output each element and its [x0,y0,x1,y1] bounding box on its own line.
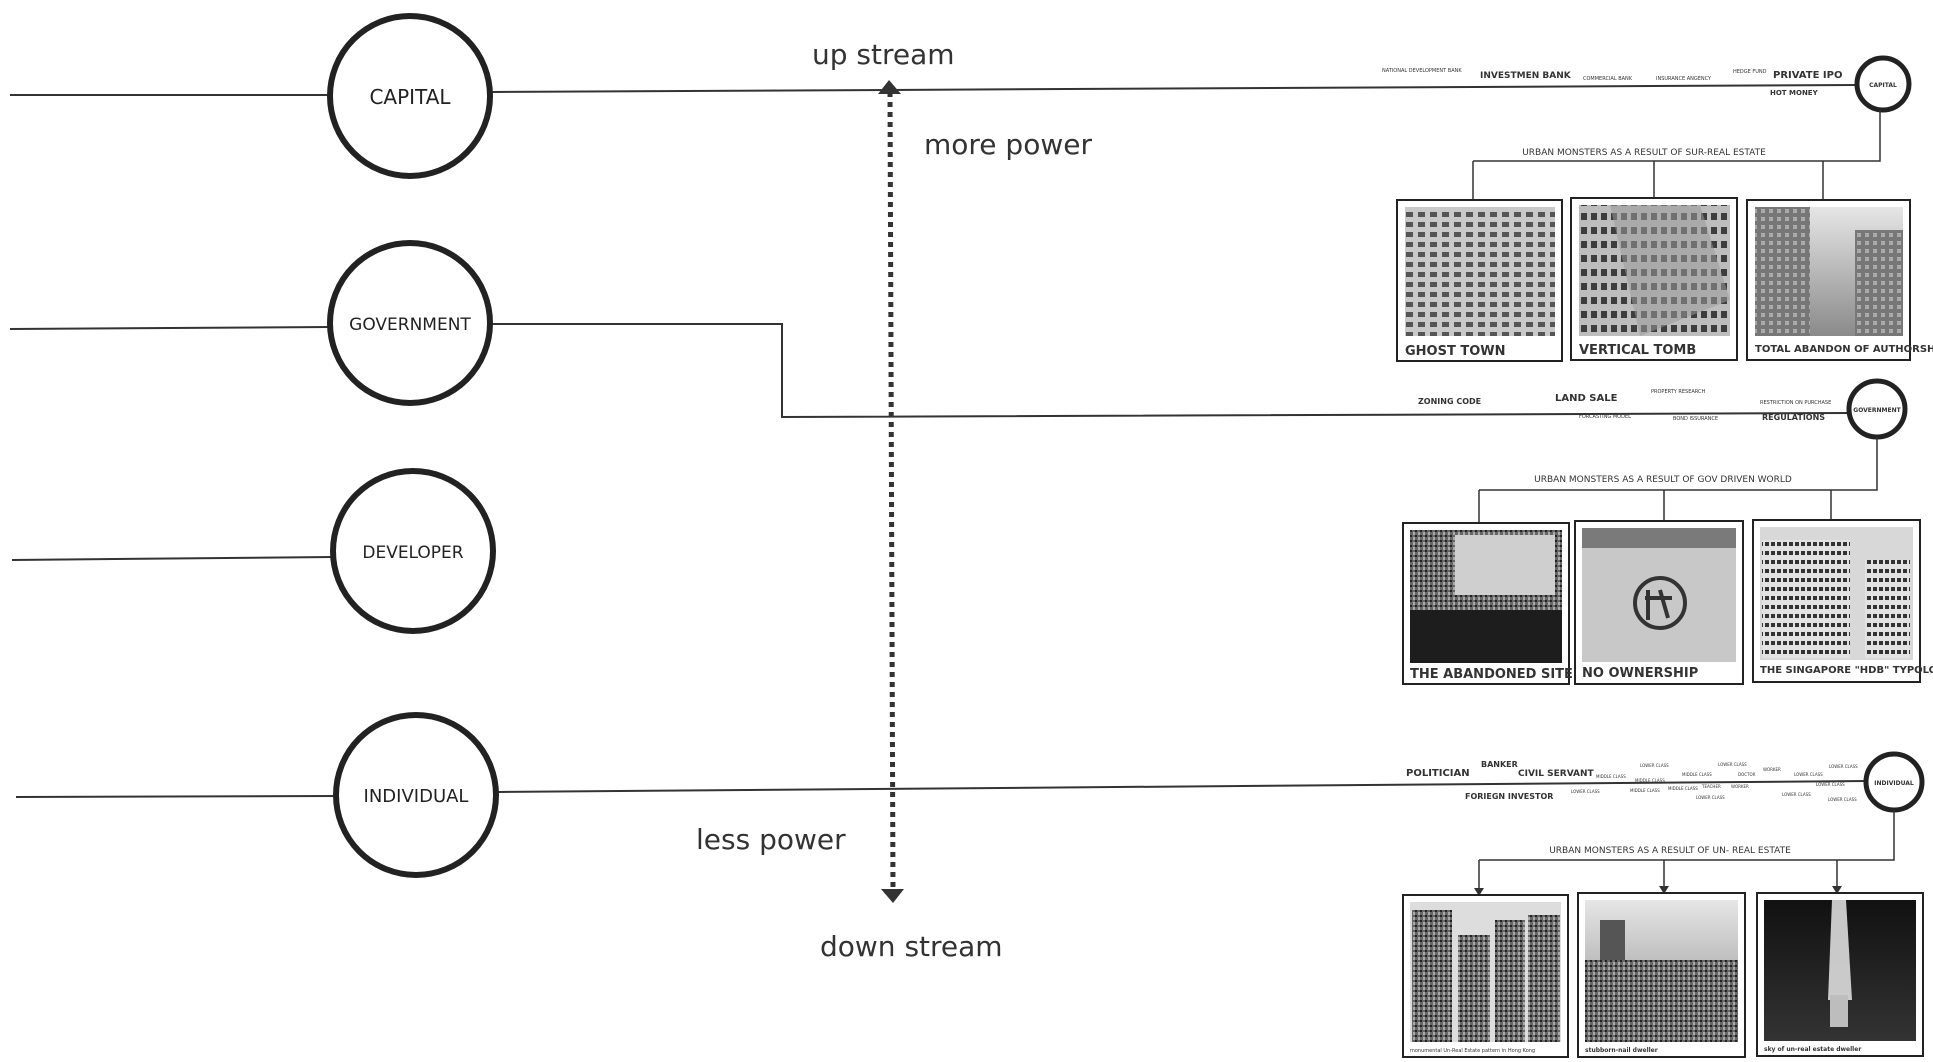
term-lower-class-9: LOWER CLASS [1828,797,1857,802]
photo-caption: stubborn-nail dweller [1585,1047,1658,1054]
photo-no-ownership: NO OWNERSHIP [1575,521,1743,684]
photo-block-left [1762,540,1850,658]
photo-block-right [1865,560,1910,658]
photo-caption: TOTAL ABANDON OF AUTHORSHIP [1755,344,1933,355]
term-hedge-fund: HEDGE FUND [1733,69,1767,75]
more-power-label: more power [924,128,1092,161]
term-property-research: PROPERTY RESEARCH [1651,389,1706,395]
photo-building-right [1855,230,1903,336]
term-hot-money: HOT MONEY [1770,89,1819,97]
up-stream-label: up stream [812,38,955,71]
up-arrow-icon [878,80,901,94]
photo-monumental-pattern: monumental Un-Real Estate pattern in Hon… [1403,895,1568,1057]
photo-total-abandon: TOTAL ABANDON OF AUTHORSHIP [1747,200,1933,360]
capital-detail: NATIONAL DEVELOPMENT BANK INVESTMEN BANK… [1382,58,1933,361]
photo-caption: THE SINGAPORE "HDB" TYPOLOGY [1760,665,1933,676]
term-lower-class-8: LOWER CLASS [1816,782,1845,787]
photo-stubborn-nail: stubborn-nail dweller [1578,893,1745,1057]
term-politician: POLITICIAN [1406,768,1470,779]
term-lower-class-5: LOWER CLASS [1571,789,1600,794]
photo-caption: sky of un-real estate dweller [1764,1046,1861,1053]
photo-ghost-town: GHOST TOWN [1397,200,1562,361]
developer-node-label: DEVELOPER [362,543,463,563]
photo-caption: VERTICAL TOMB [1579,343,1696,358]
government-left-line [10,327,330,329]
term-middle-class-4: MIDDLE CLASS [1630,788,1660,793]
term-zoning-code: ZONING CODE [1418,397,1481,406]
photo-tower-1 [1412,910,1452,1042]
photo-tower-2 [1458,935,1490,1042]
individual-small-node-label: INDIVIDUAL [1874,780,1914,787]
photo-caption: THE ABANDONED SITE [1410,667,1573,682]
photo-image [1405,207,1555,336]
photo-tower-3 [1495,920,1525,1042]
government-caption: URBAN MONSTERS AS A RESULT OF GOV DRIVEN… [1534,475,1792,485]
capital-node-label: CAPITAL [369,85,451,109]
photo-top-band [1582,528,1736,548]
term-worker-2: WORKER [1731,784,1749,789]
capital-flow-line [490,85,1857,92]
photo-vertical-tomb: VERTICAL TOMB [1571,198,1737,360]
individual-node-label: INDIVIDUAL [364,786,469,807]
term-bond-issuance: BOND ISSURANCE [1673,416,1718,422]
government-node-label: GOVERNMENT [349,315,471,335]
photo-sky [1455,535,1555,595]
individual-caption: URBAN MONSTERS AS A RESULT OF UN- REAL E… [1549,846,1791,856]
photo-singapore-hdb: THE SINGAPORE "HDB" TYPOLOGY [1753,520,1933,682]
term-middle-class-3: MIDDLE CLASS [1682,772,1712,777]
term-lower-class: LOWER CLASS [1640,763,1669,768]
down-stream-label: down stream [820,930,1003,963]
term-middle-class-2: MIDDLE CLASS [1635,778,1665,783]
photo-rubble [1410,610,1562,663]
term-investment-bank: INVESTMEN BANK [1480,71,1572,81]
photo-image [1582,528,1736,662]
term-middle-class: MIDDLE CLASS [1596,774,1626,779]
term-banker: BANKER [1481,760,1518,769]
government-small-node-label: GOVERNMENT [1853,407,1901,414]
term-teacher: TEACHER [1701,784,1721,789]
term-doctor: DOCTOR [1738,772,1756,777]
term-insurance-agency: INSURANCE ANGENCY [1656,76,1712,82]
photo-sky-dweller: sky of un-real estate dweller [1757,893,1923,1056]
term-private-ipo: PRIVATE IPO [1773,70,1842,81]
individual-detail: POLITICIAN BANKER CIVIL SERVANT FORIEGN … [1403,754,1923,1057]
term-national-dev-bank: NATIONAL DEVELOPMENT BANK [1382,68,1462,74]
term-lower-class-7: LOWER CLASS [1782,792,1811,797]
term-worker: WORKER [1763,767,1781,772]
term-commercial-bank: COMMERCIAL BANK [1583,76,1633,82]
photo-building [1600,920,1625,960]
term-land-sale: LAND SALE [1555,393,1618,404]
stakeholder-developer: DEVELOPER [12,471,493,631]
photo-caption: GHOST TOWN [1405,344,1506,359]
term-middle-class-5: MIDDLE CLASS [1668,786,1698,791]
photo-structure [1830,995,1848,1027]
term-restriction: RESTRICTION ON PURCHASE [1760,400,1831,406]
term-lower-class-2: LOWER CLASS [1718,762,1747,767]
less-power-label: less power [696,823,846,856]
photo-ground [1585,960,1738,1042]
photo-abandoned-site: THE ABANDONED SITE [1403,523,1573,684]
government-detail: ZONING CODE LAND SALE FORCASTING MODEL P… [1403,381,1933,684]
photo-tower-4 [1528,915,1560,1042]
power-axis-line [890,92,893,893]
term-forcasting-model: FORCASTING MODEL [1579,414,1631,420]
developer-left-line [12,557,333,560]
photo-caption: monumental Un-Real Estate pattern in Hon… [1410,1048,1535,1054]
term-regulations: REGULATIONS [1762,413,1825,422]
down-arrow-icon [881,889,904,903]
term-lower-class-4: LOWER CLASS [1829,764,1858,769]
term-foreign-investor: FORIEGN INVESTOR [1465,792,1553,801]
term-civil-servant: CIVIL SERVANT [1518,769,1595,779]
photo-caption: NO OWNERSHIP [1582,666,1698,681]
capital-caption: URBAN MONSTERS AS A RESULT OF SUR-REAL E… [1522,148,1766,158]
individual-left-line [16,796,338,797]
power-axis: up stream more power less power down str… [696,38,1092,963]
capital-small-node-label: CAPITAL [1869,82,1897,89]
term-lower-class-6: LOWER CLASS [1696,795,1725,800]
term-lower-class-3: LOWER CLASS [1794,772,1823,777]
photo-building-left [1755,207,1810,336]
